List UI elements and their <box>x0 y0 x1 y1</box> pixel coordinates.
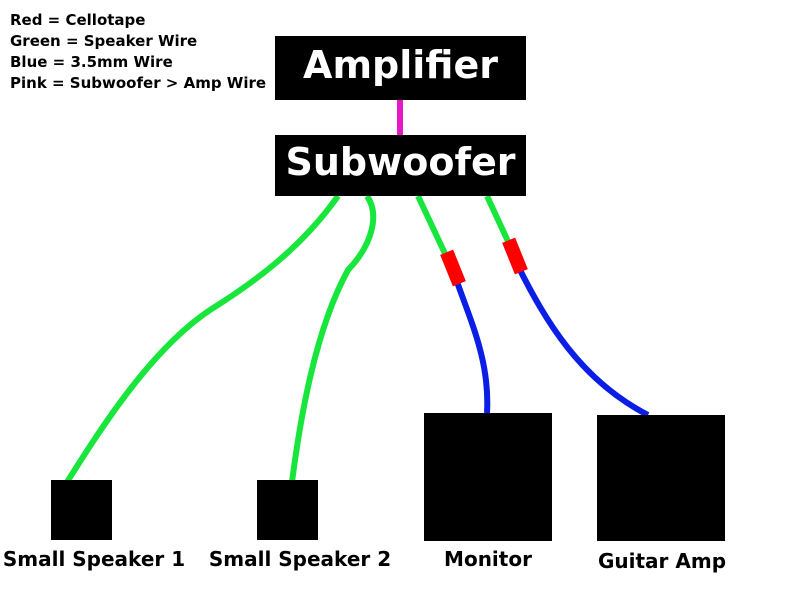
wire-35mm-guitar-amp <box>515 264 650 418</box>
amplifier-label: Amplifier <box>303 43 498 87</box>
guitar-amp-label: Guitar Amp <box>597 549 727 573</box>
subwoofer-box: Subwoofer <box>275 135 526 196</box>
wire-speaker-small-speaker-2 <box>289 194 377 483</box>
wire-35mm-monitor <box>452 275 491 414</box>
cellotape-guitar-amp <box>502 237 528 275</box>
small-speaker-2-box <box>257 480 318 540</box>
small-speaker-1-box <box>51 480 112 540</box>
legend-blue: Blue = 3.5mm Wire <box>10 53 173 71</box>
subwoofer-label: Subwoofer <box>285 140 516 184</box>
legend-pink: Pink = Subwoofer > Amp Wire <box>10 74 267 92</box>
guitar-amp-box <box>597 415 725 541</box>
small-speaker-2-label: Small Speaker 2 <box>208 547 392 571</box>
monitor-box <box>424 413 552 541</box>
amplifier-box: Amplifier <box>275 36 526 100</box>
monitor-label: Monitor <box>444 547 532 571</box>
wire-speaker-monitor <box>415 194 451 262</box>
legend-red: Red = Cellotape <box>10 11 146 29</box>
legend-green: Green = Speaker Wire <box>10 32 198 50</box>
cellotape-monitor <box>440 249 466 287</box>
small-speaker-1-label: Small Speaker 1 <box>2 547 186 571</box>
legend: Red = Cellotape Green = Speaker Wire Blu… <box>10 10 266 94</box>
wire-speaker-small-speaker-1 <box>64 194 341 484</box>
